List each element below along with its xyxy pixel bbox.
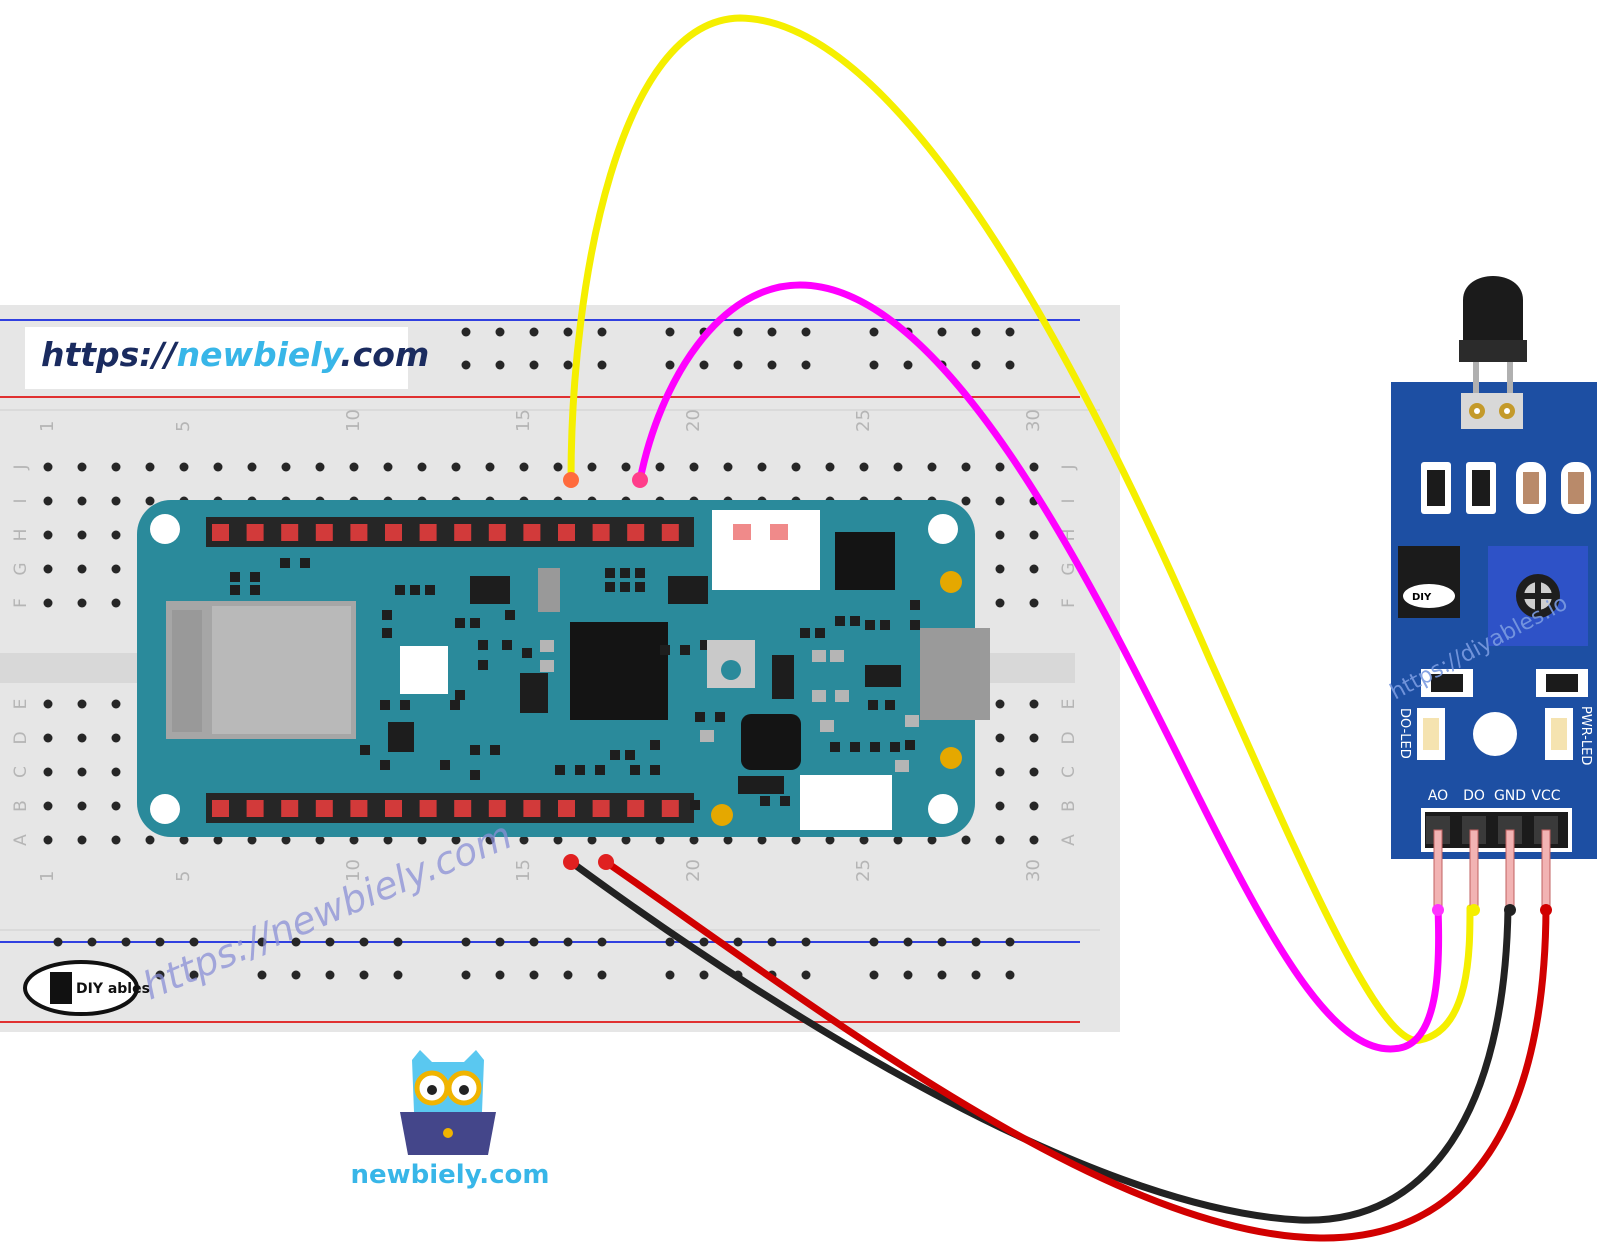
usb-port: [920, 628, 990, 720]
url-text: https://newbiely.com: [41, 335, 429, 374]
ir-receiver-icon: [1463, 276, 1523, 352]
main-chip: [570, 622, 668, 720]
bottom-header-strip: [206, 793, 694, 823]
column-number: 15: [513, 409, 534, 432]
pwr-led-label: PWR-LED: [1578, 706, 1593, 765]
row-letter: B: [11, 800, 31, 812]
column-number: 25: [853, 859, 874, 882]
pin-label-do: DO: [1463, 788, 1485, 804]
row-letter: D: [1059, 731, 1079, 744]
row-letter: B: [1059, 800, 1079, 812]
flame-sensor-module: DIY AO DO GND VCC: [1391, 276, 1597, 916]
red-wire: [602, 858, 1550, 1242]
column-number: 10: [343, 859, 364, 882]
row-letter: I: [1059, 498, 1079, 503]
diyables-logo: DIY ables: [23, 960, 150, 1016]
url-site: newbiely: [176, 335, 341, 374]
column-number: 30: [1023, 859, 1044, 882]
row-letter: F: [11, 598, 31, 608]
wires: [563, 14, 1550, 1242]
column-number: 10: [343, 409, 364, 432]
column-number: 30: [1023, 409, 1044, 432]
row-letter: A: [1059, 834, 1079, 846]
svg-text:DIY: DIY: [1412, 592, 1432, 603]
pin-label-ao: AO: [1428, 788, 1448, 804]
row-letter: J: [1059, 464, 1079, 470]
url-prefix: https://: [41, 335, 177, 374]
row-letter: I: [11, 498, 31, 503]
url-banner: https://newbiely.com: [25, 327, 429, 389]
row-letter: E: [11, 699, 31, 710]
top-header-strip: [206, 517, 694, 547]
do-led: [1423, 718, 1439, 750]
led-hole: [1473, 712, 1517, 756]
column-number: 20: [683, 859, 704, 882]
pin-label-vcc: VCC: [1531, 788, 1560, 804]
row-letter: H: [11, 529, 31, 542]
mount-hole-icon: [928, 794, 958, 824]
newbiely-owl-icon: [400, 1050, 496, 1155]
column-number: 25: [853, 409, 874, 432]
magenta-wire: [636, 281, 1443, 1053]
row-letter: G: [1059, 562, 1079, 575]
microcontroller-board: [137, 500, 990, 837]
column-number: 1: [37, 871, 58, 882]
do-led-label: DO-LED: [1397, 708, 1412, 759]
pin-label-gnd: GND: [1494, 788, 1526, 804]
pwr-led: [1551, 718, 1567, 750]
row-letter: E: [1059, 699, 1079, 710]
black-wire: [567, 858, 1512, 1224]
reset-button-icon: [721, 660, 741, 680]
mount-hole-icon: [928, 514, 958, 544]
logo-text: DIY ables: [76, 981, 150, 997]
brand-text: newbiely.com: [350, 1160, 550, 1190]
row-letter: C: [11, 766, 31, 778]
column-number: 15: [513, 859, 534, 882]
column-number: 5: [173, 421, 194, 432]
row-letter: G: [11, 562, 31, 575]
column-number: 1: [37, 421, 58, 432]
row-letter: J: [11, 464, 31, 470]
column-number: 5: [173, 871, 194, 882]
row-letter: F: [1059, 598, 1079, 608]
wire-end-yellow: [563, 472, 579, 488]
connector-white: [800, 775, 892, 830]
mount-hole-icon: [150, 514, 180, 544]
wire-end-black: [563, 854, 579, 870]
row-letter: C: [1059, 766, 1079, 778]
column-number: 20: [683, 409, 704, 432]
white-pad: [400, 646, 448, 694]
crypto-chip: [835, 532, 895, 590]
row-letter: A: [11, 834, 31, 846]
row-letter: D: [11, 731, 31, 744]
battery-connector: [712, 510, 820, 590]
wire-end-red: [598, 854, 614, 870]
url-suffix: .com: [340, 335, 430, 374]
power-chip: [741, 714, 801, 770]
mount-hole-icon: [150, 794, 180, 824]
wire-end-magenta: [632, 472, 648, 488]
